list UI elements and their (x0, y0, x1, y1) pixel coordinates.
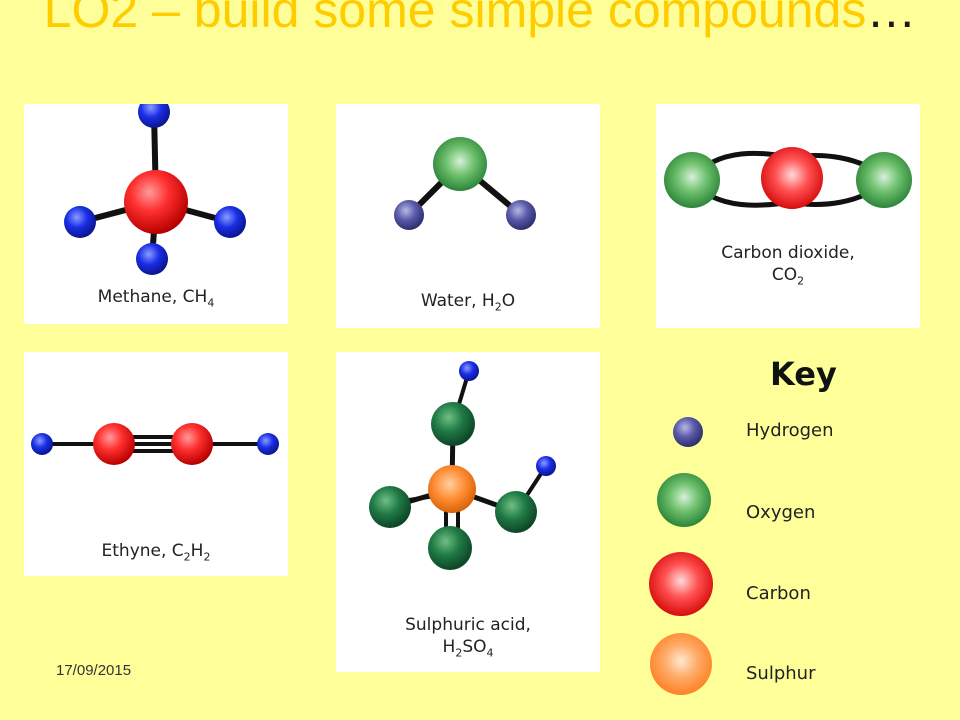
hydrogen-atom (459, 361, 479, 381)
hydrogen-atom (394, 200, 424, 230)
oxygen-atom (369, 486, 411, 528)
carbon-atom (761, 147, 823, 209)
sulphuric-acid-caption: Sulphuric acid, H2SO4 (405, 615, 531, 660)
sulphur-atom (428, 465, 476, 513)
sulphuric-acid-model (369, 361, 556, 570)
water-card: Water, H2O (336, 104, 600, 328)
hydrogen-atom (536, 456, 556, 476)
hydrogen-atom (138, 104, 170, 128)
oxygen-atom (433, 137, 487, 191)
hydrogen-atom (506, 200, 536, 230)
hydrogen-atom (136, 243, 168, 275)
ethyne-card: Ethyne, C2H2 (24, 352, 288, 576)
key-swatches (649, 417, 713, 695)
oxygen-atom (856, 152, 912, 208)
ethyne-caption: Ethyne, C2H2 (101, 541, 211, 564)
methane-caption: Methane, CH4 (97, 287, 215, 310)
hydrogen-atom (64, 206, 96, 238)
methane-model (64, 104, 246, 275)
carbon-atom (171, 423, 213, 465)
methane-card: Methane, CH4 (24, 104, 288, 324)
sulphuric-acid-card: Sulphuric acid, H2SO4 (336, 352, 600, 672)
water-model (394, 137, 536, 230)
oxygen-atom (428, 526, 472, 570)
sulphur-key-icon (650, 633, 712, 695)
oxygen-atom (495, 491, 537, 533)
key-title: Key (770, 355, 837, 393)
oxygen-atom (431, 402, 475, 446)
oxygen-key-icon (657, 473, 711, 527)
slide-title: LO2 – build some simple compounds… (0, 0, 960, 42)
key-label-oxygen: Oxygen (746, 502, 816, 523)
key-label-hydrogen: Hydrogen (746, 420, 834, 441)
carbon-atom (124, 170, 188, 234)
carbon-atom (93, 423, 135, 465)
slide-title-ellipsis: … (866, 0, 917, 38)
slide-date: 17/09/2015 (56, 662, 132, 679)
key-label-carbon: Carbon (746, 583, 811, 604)
co2-caption: Carbon dioxide, CO2 (721, 243, 855, 288)
hydrogen-key-icon (673, 417, 703, 447)
hydrogen-atom (31, 433, 53, 455)
co2-model (664, 147, 912, 209)
carbon-key-icon (649, 552, 713, 616)
water-caption: Water, H2O (420, 291, 516, 314)
key-label-sulphur: Sulphur (746, 663, 816, 684)
oxygen-atom (664, 152, 720, 208)
hydrogen-atom (257, 433, 279, 455)
hydrogen-atom (214, 206, 246, 238)
slide-title-text: LO2 – build some simple compounds (43, 0, 867, 38)
ethyne-model (31, 423, 279, 465)
co2-card: Carbon dioxide, CO2 (656, 104, 920, 328)
